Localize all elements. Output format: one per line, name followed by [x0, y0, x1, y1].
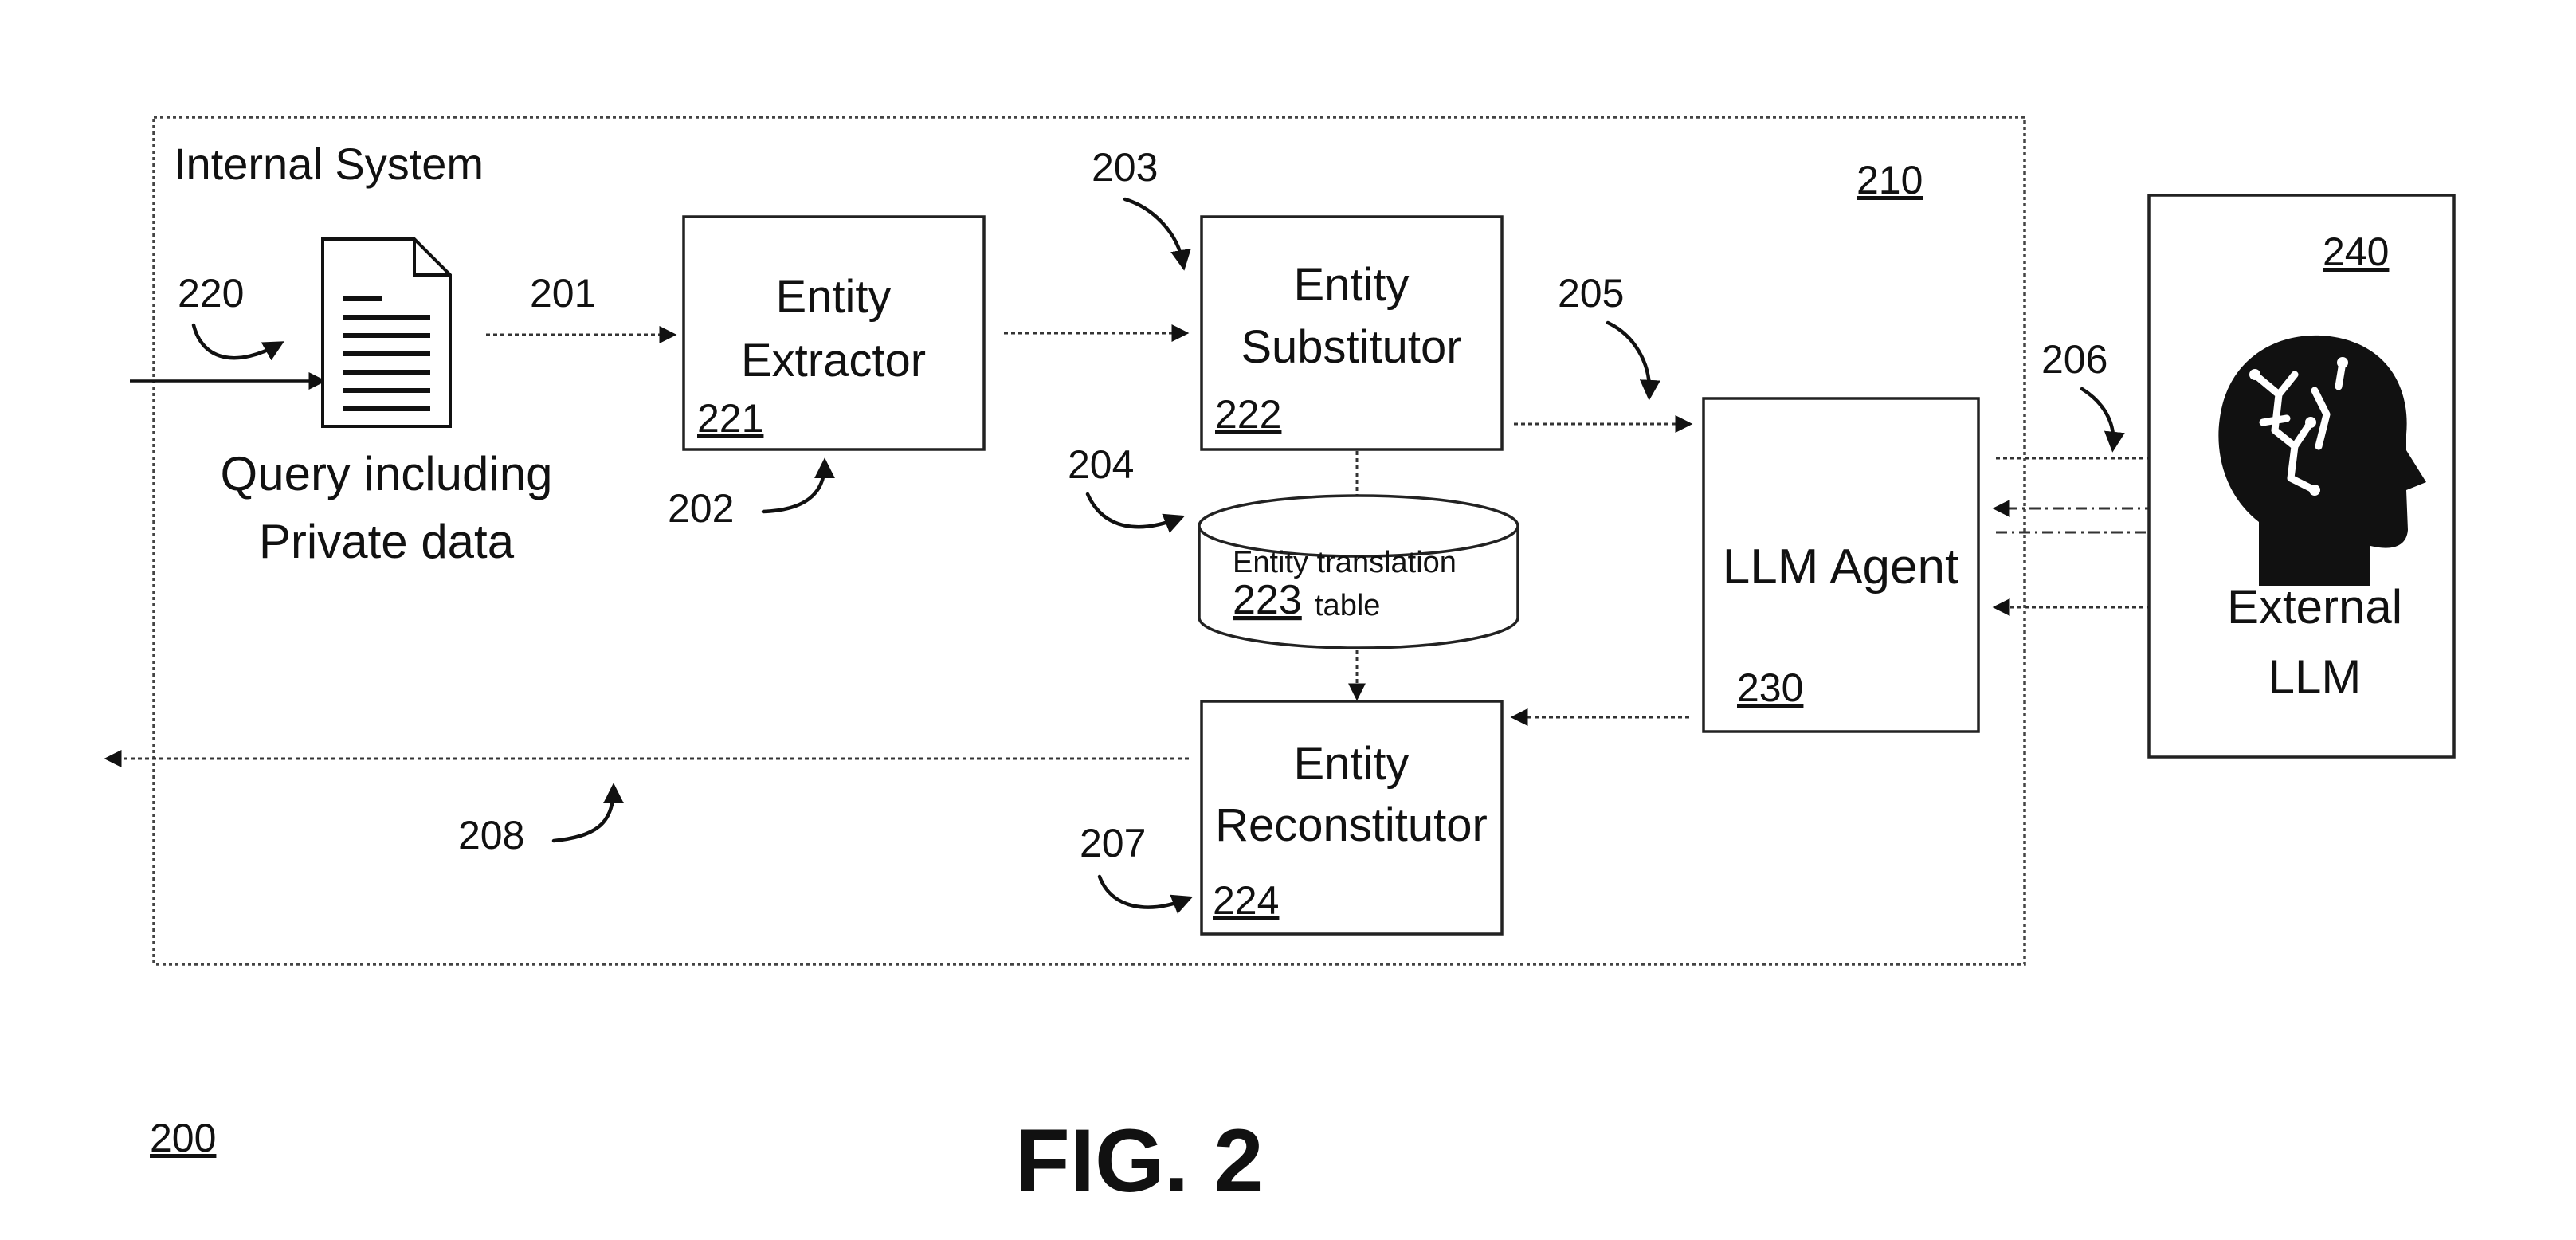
ref-220: 220 — [178, 271, 244, 316]
entity-extractor-ref: 221 — [697, 396, 763, 441]
ref-202-leader — [761, 457, 835, 514]
internal-system-ref: 210 — [1857, 158, 1923, 202]
ref-205: 205 — [1558, 271, 1624, 316]
entity-reconstitutor-box — [1200, 700, 1504, 936]
entity-substitutor-line1: Entity — [1293, 259, 1409, 311]
brain-head-icon — [2218, 335, 2426, 586]
entity-translation-table-ref: 223 — [1233, 577, 1302, 623]
figure-title: FIG. 2 — [1015, 1111, 1263, 1211]
ref-208-leader — [551, 783, 624, 843]
llm-agent-label: LLM Agent — [1723, 540, 1958, 594]
llm-agent-box — [1702, 397, 1980, 733]
entity-extractor-box — [682, 215, 986, 451]
entity-reconstitutor-ref: 224 — [1213, 878, 1279, 923]
external-llm-ref: 240 — [2323, 230, 2389, 274]
external-llm-line2: LLM — [2268, 650, 2362, 704]
external-llm-line1: External — [2227, 580, 2402, 634]
llm-agent-ref: 230 — [1737, 665, 1803, 710]
ref-203: 203 — [1092, 145, 1158, 190]
entity-reconstitutor-line2: Reconstitutor — [1215, 799, 1488, 851]
entity-extractor-line1: Entity — [775, 271, 891, 323]
entity-translation-table-line2: table — [1315, 589, 1380, 622]
ref-202: 202 — [668, 486, 734, 531]
ref-203-leader — [1123, 197, 1191, 271]
query-caption-line1: Query including — [221, 447, 553, 500]
entity-reconstitutor-line1: Entity — [1293, 738, 1409, 790]
entity-substitutor-box — [1200, 215, 1504, 451]
figure-ref: 200 — [150, 1116, 216, 1160]
entity-translation-table-line1: Entity translation — [1233, 546, 1457, 579]
ref-204-leader — [1085, 492, 1186, 533]
ref-220-leader — [191, 323, 284, 361]
ref-204: 204 — [1068, 442, 1134, 487]
ref-206-leader — [2080, 387, 2125, 453]
document-icon — [321, 237, 452, 428]
entity-substitutor-line2: Substitutor — [1241, 321, 1461, 373]
query-caption-line2: Private data — [259, 515, 515, 568]
ref-201: 201 — [530, 271, 596, 316]
ref-208: 208 — [458, 813, 524, 857]
ref-205-leader — [1606, 320, 1660, 401]
entity-translation-table — [1198, 494, 1519, 649]
ref-206: 206 — [2041, 337, 2107, 382]
internal-system-label: Internal System — [174, 139, 484, 189]
ref-207: 207 — [1080, 821, 1146, 865]
internal-system-boundary — [152, 116, 2026, 966]
ref-207-leader — [1097, 874, 1194, 914]
entity-extractor-line2: Extractor — [741, 335, 926, 387]
entity-substitutor-ref: 222 — [1215, 392, 1281, 437]
